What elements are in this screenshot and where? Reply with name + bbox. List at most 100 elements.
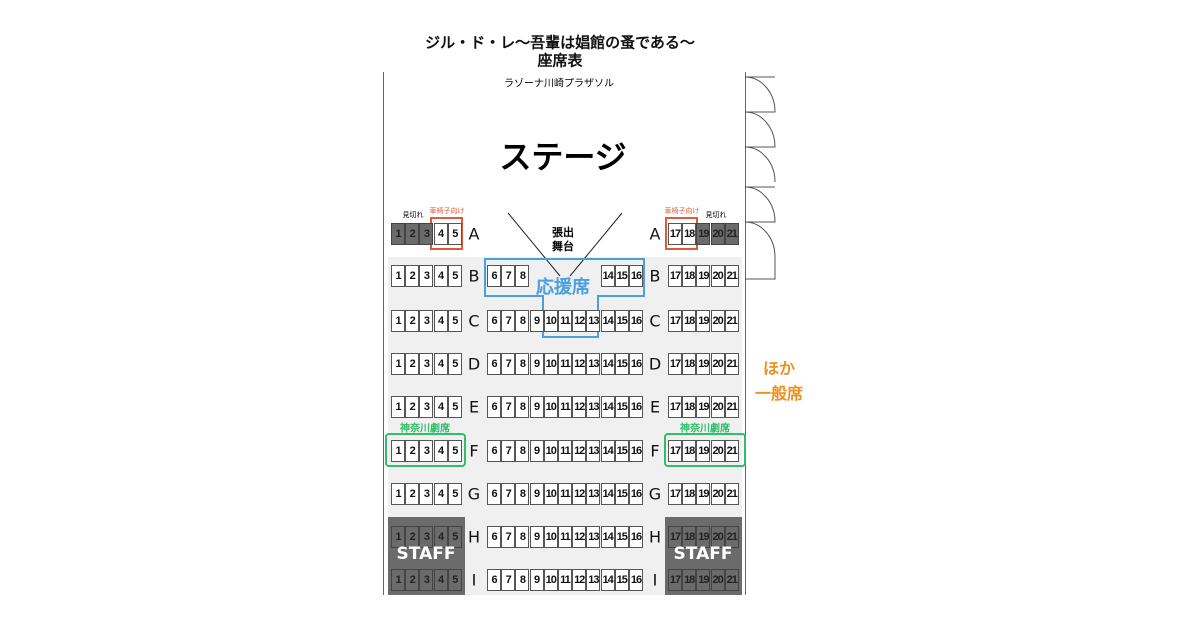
seat-B-16[interactable]: 16 <box>629 265 643 287</box>
seat-F-14[interactable]: 14 <box>600 440 615 462</box>
seat-G-12[interactable]: 12 <box>572 483 587 505</box>
seat-F-16[interactable]: 16 <box>629 440 643 462</box>
seat-I-10[interactable]: 10 <box>543 569 558 591</box>
seat-C-9[interactable]: 9 <box>529 310 544 332</box>
seat-E-20[interactable]: 20 <box>710 396 725 418</box>
seat-D-10[interactable]: 10 <box>543 353 558 375</box>
seat-E-17[interactable]: 17 <box>668 396 682 418</box>
seat-G-16[interactable]: 16 <box>629 483 643 505</box>
seat-C-2[interactable]: 2 <box>405 310 420 332</box>
seat-H-21[interactable]: 21 <box>724 526 739 548</box>
seat-G-19[interactable]: 19 <box>696 483 711 505</box>
seat-G-21[interactable]: 21 <box>724 483 739 505</box>
seat-E-7[interactable]: 7 <box>501 396 516 418</box>
seat-E-11[interactable]: 11 <box>558 396 572 418</box>
seat-H-19[interactable]: 19 <box>696 526 711 548</box>
seat-G-8[interactable]: 8 <box>515 483 530 505</box>
seat-C-1[interactable]: 1 <box>391 310 405 332</box>
seat-B-18[interactable]: 18 <box>682 265 697 287</box>
seat-B-5[interactable]: 5 <box>447 265 462 287</box>
seat-C-6[interactable]: 6 <box>487 310 501 332</box>
seat-C-19[interactable]: 19 <box>696 310 711 332</box>
seat-D-16[interactable]: 16 <box>629 353 643 375</box>
seat-E-13[interactable]: 13 <box>586 396 601 418</box>
seat-D-8[interactable]: 8 <box>515 353 530 375</box>
seat-C-4[interactable]: 4 <box>433 310 448 332</box>
seat-I-16[interactable]: 16 <box>629 569 643 591</box>
seat-C-10[interactable]: 10 <box>543 310 558 332</box>
seat-C-20[interactable]: 20 <box>710 310 725 332</box>
seat-C-16[interactable]: 16 <box>629 310 643 332</box>
seat-E-10[interactable]: 10 <box>543 396 558 418</box>
seat-F-11[interactable]: 11 <box>558 440 572 462</box>
seat-G-15[interactable]: 15 <box>614 483 629 505</box>
seat-C-18[interactable]: 18 <box>682 310 697 332</box>
seat-H-16[interactable]: 16 <box>629 526 643 548</box>
seat-D-9[interactable]: 9 <box>529 353 544 375</box>
seat-I-14[interactable]: 14 <box>600 569 615 591</box>
seat-I-8[interactable]: 8 <box>515 569 530 591</box>
seat-A-5[interactable]: 5 <box>447 223 462 245</box>
seat-C-15[interactable]: 15 <box>614 310 629 332</box>
seat-F-7[interactable]: 7 <box>501 440 516 462</box>
seat-G-17[interactable]: 17 <box>668 483 682 505</box>
seat-C-11[interactable]: 11 <box>558 310 572 332</box>
seat-H-3[interactable]: 3 <box>419 526 434 548</box>
seat-A-1[interactable]: 1 <box>391 223 405 245</box>
seat-F-5[interactable]: 5 <box>447 440 462 462</box>
seat-D-21[interactable]: 21 <box>724 353 739 375</box>
seat-F-15[interactable]: 15 <box>614 440 629 462</box>
seat-G-5[interactable]: 5 <box>447 483 462 505</box>
seat-B-15[interactable]: 15 <box>614 265 629 287</box>
seat-E-19[interactable]: 19 <box>696 396 711 418</box>
seat-D-18[interactable]: 18 <box>682 353 697 375</box>
seat-I-1[interactable]: 1 <box>391 569 405 591</box>
seat-B-21[interactable]: 21 <box>724 265 739 287</box>
seat-C-21[interactable]: 21 <box>724 310 739 332</box>
seat-H-18[interactable]: 18 <box>682 526 697 548</box>
seat-C-17[interactable]: 17 <box>668 310 682 332</box>
seat-I-17[interactable]: 17 <box>668 569 682 591</box>
seat-G-18[interactable]: 18 <box>682 483 697 505</box>
seat-H-20[interactable]: 20 <box>710 526 725 548</box>
seat-H-17[interactable]: 17 <box>668 526 682 548</box>
seat-E-16[interactable]: 16 <box>629 396 643 418</box>
seat-B-14[interactable]: 14 <box>600 265 615 287</box>
seat-I-15[interactable]: 15 <box>614 569 629 591</box>
seat-H-5[interactable]: 5 <box>447 526 462 548</box>
seat-D-19[interactable]: 19 <box>696 353 711 375</box>
seat-I-4[interactable]: 4 <box>433 569 448 591</box>
seat-D-15[interactable]: 15 <box>614 353 629 375</box>
seat-B-19[interactable]: 19 <box>696 265 711 287</box>
seat-G-10[interactable]: 10 <box>543 483 558 505</box>
seat-D-7[interactable]: 7 <box>501 353 516 375</box>
seat-F-9[interactable]: 9 <box>529 440 544 462</box>
seat-F-6[interactable]: 6 <box>487 440 501 462</box>
seat-H-8[interactable]: 8 <box>515 526 530 548</box>
seat-E-3[interactable]: 3 <box>419 396 434 418</box>
seat-D-20[interactable]: 20 <box>710 353 725 375</box>
seat-G-9[interactable]: 9 <box>529 483 544 505</box>
seat-G-2[interactable]: 2 <box>405 483 420 505</box>
seat-E-15[interactable]: 15 <box>614 396 629 418</box>
seat-F-3[interactable]: 3 <box>419 440 434 462</box>
seat-D-17[interactable]: 17 <box>668 353 682 375</box>
seat-D-5[interactable]: 5 <box>447 353 462 375</box>
seat-H-4[interactable]: 4 <box>433 526 448 548</box>
seat-C-12[interactable]: 12 <box>572 310 587 332</box>
seat-G-13[interactable]: 13 <box>586 483 601 505</box>
seat-E-18[interactable]: 18 <box>682 396 697 418</box>
seat-I-6[interactable]: 6 <box>487 569 501 591</box>
seat-C-3[interactable]: 3 <box>419 310 434 332</box>
seat-B-17[interactable]: 17 <box>668 265 682 287</box>
seat-B-8[interactable]: 8 <box>515 265 530 287</box>
seat-E-9[interactable]: 9 <box>529 396 544 418</box>
seat-I-12[interactable]: 12 <box>572 569 587 591</box>
seat-D-2[interactable]: 2 <box>405 353 420 375</box>
seat-B-3[interactable]: 3 <box>419 265 434 287</box>
seat-F-8[interactable]: 8 <box>515 440 530 462</box>
seat-E-4[interactable]: 4 <box>433 396 448 418</box>
seat-D-14[interactable]: 14 <box>600 353 615 375</box>
seat-A-18[interactable]: 18 <box>682 223 697 245</box>
seat-I-19[interactable]: 19 <box>696 569 711 591</box>
